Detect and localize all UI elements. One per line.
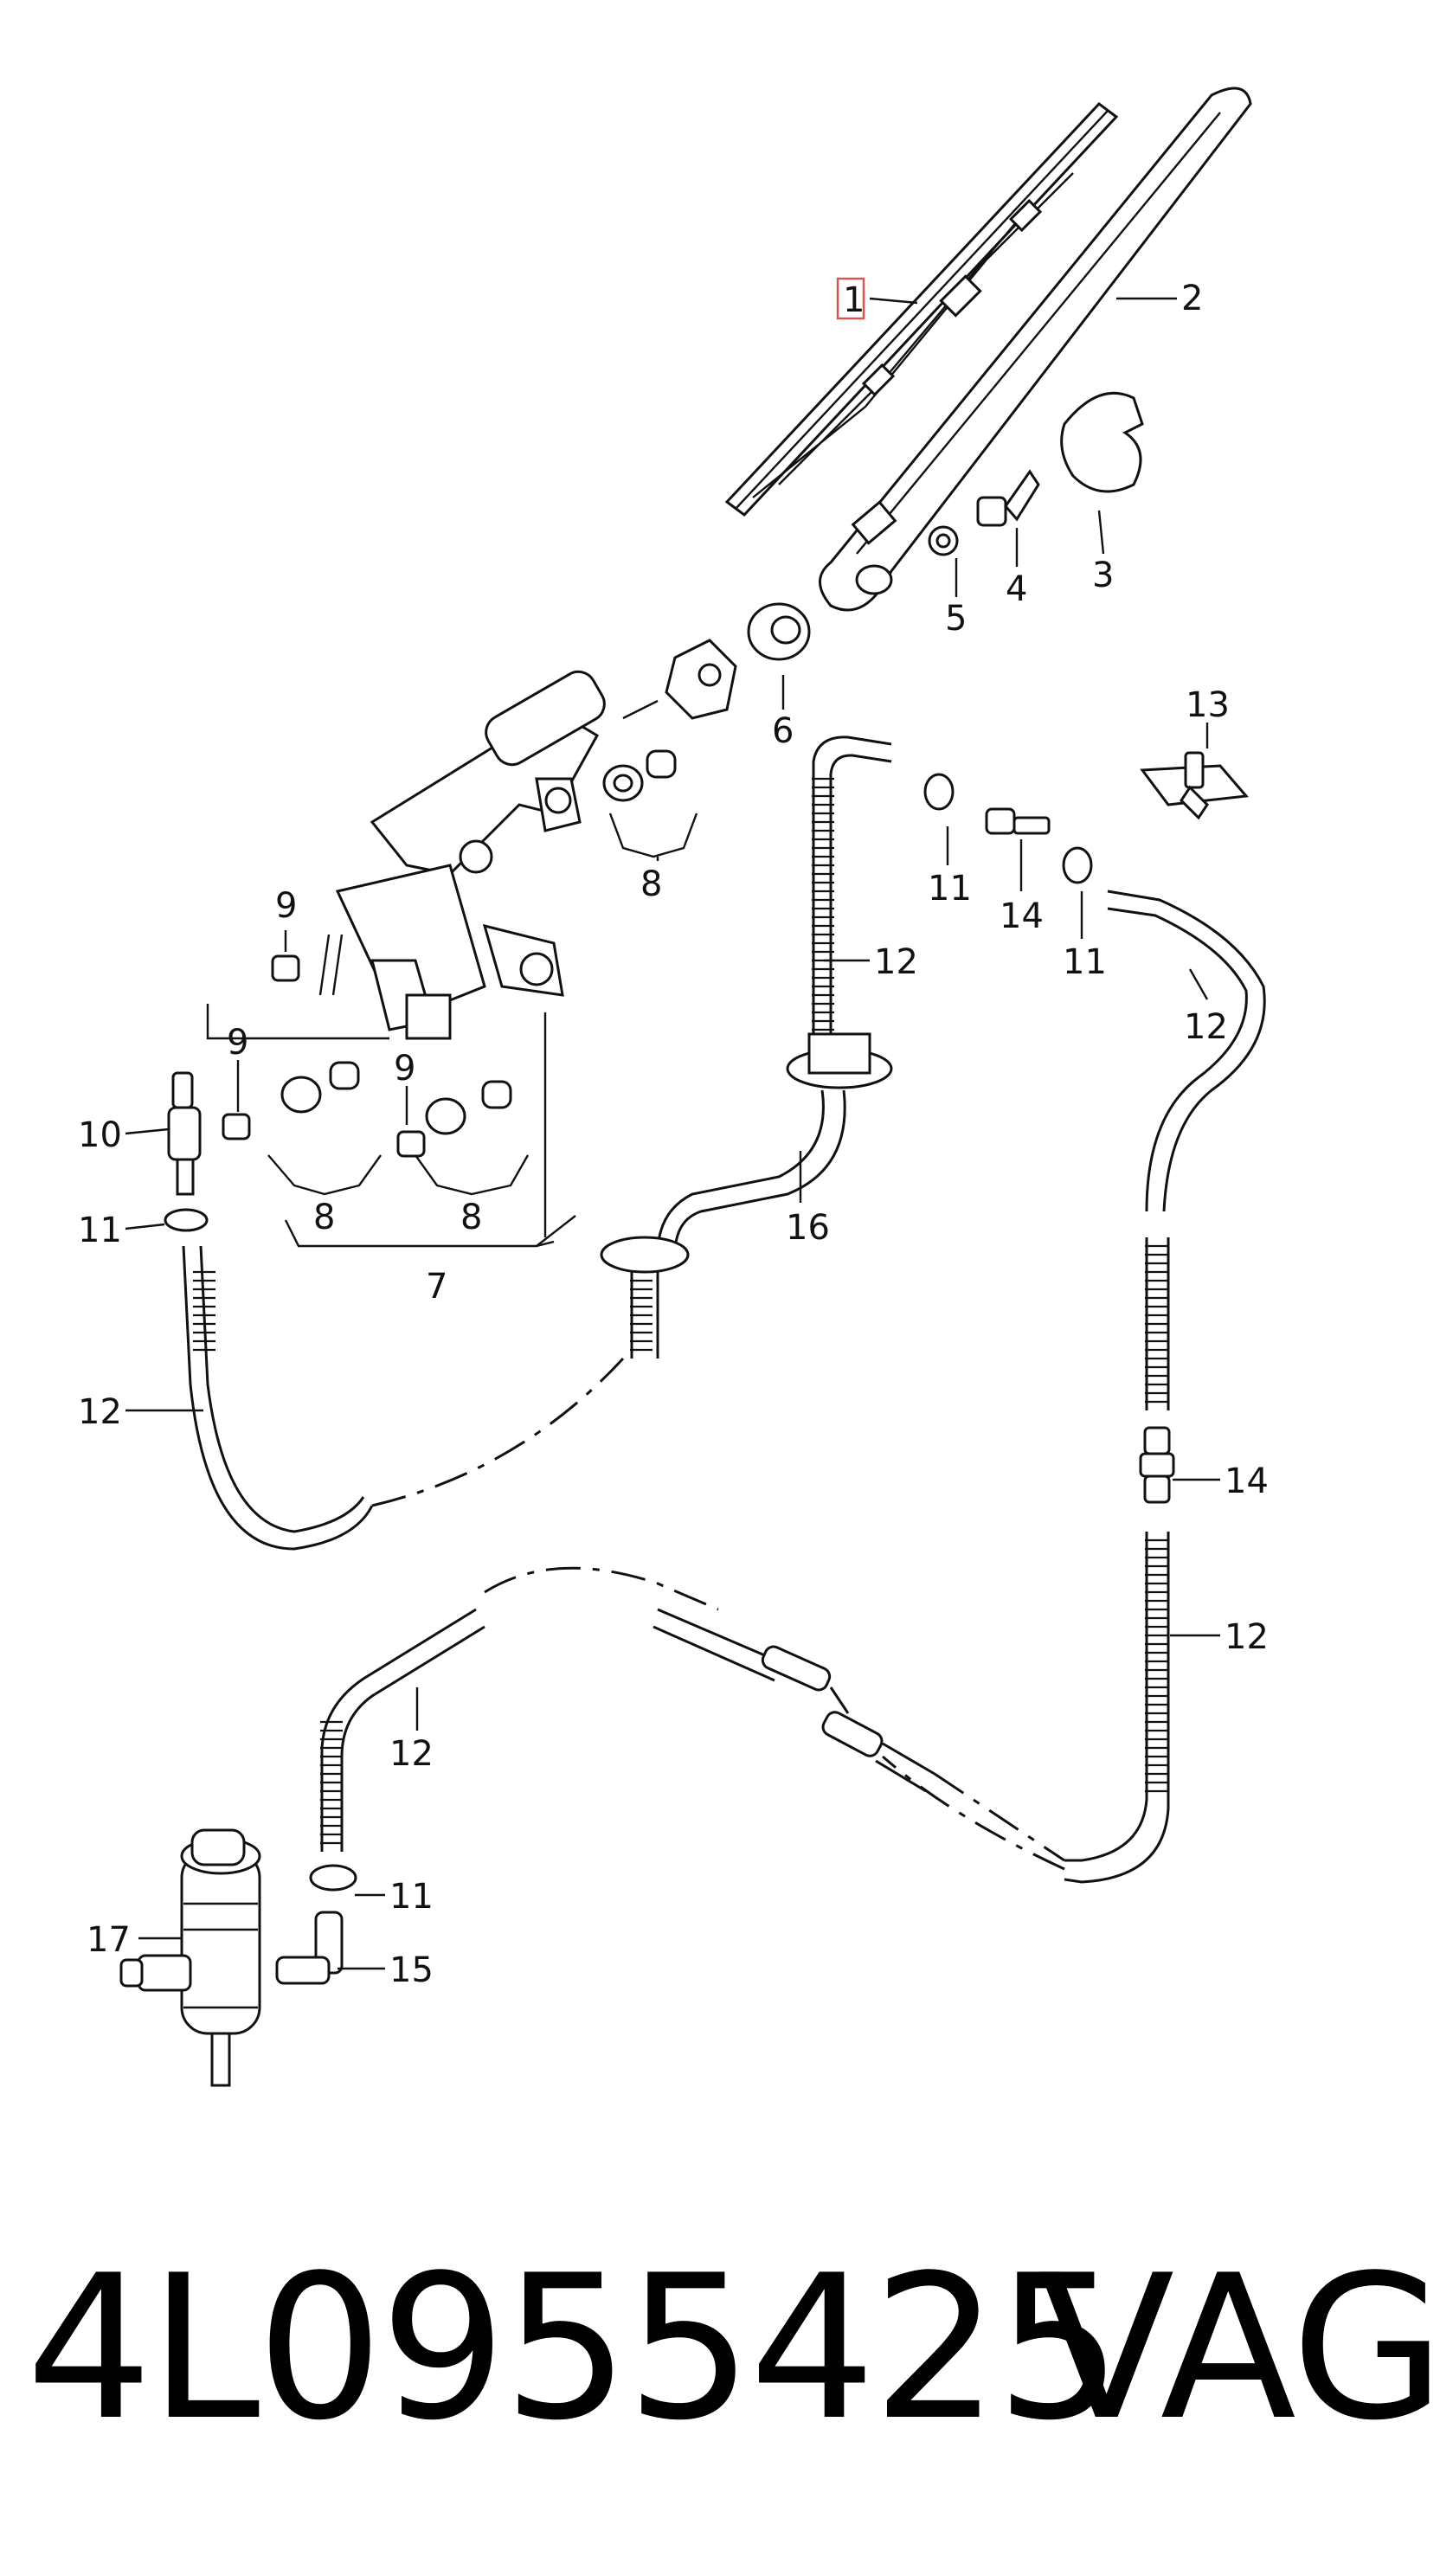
callout-12-lower[interactable]: 12 xyxy=(389,1734,434,1774)
nut-upper[interactable] xyxy=(271,954,300,982)
washer-hose-pump[interactable] xyxy=(320,1608,485,1852)
callout-9-right[interactable]: 9 xyxy=(394,1049,415,1089)
part-number: 4L0955425 xyxy=(26,2233,1122,2464)
callout-8-left[interactable]: 8 xyxy=(313,1198,335,1237)
washer-hose-lower[interactable] xyxy=(484,1566,1065,1862)
mounting-clip[interactable] xyxy=(1140,751,1249,820)
callout-1[interactable]: 1 xyxy=(843,280,865,320)
parts-diagram: 1 2 3 4 5 6 7 8 8 8 9 9 9 10 11 11 11 11… xyxy=(78,87,1269,2087)
callout-4[interactable]: 4 xyxy=(1006,569,1027,609)
washer-hose-lower-right[interactable] xyxy=(882,1532,1170,1884)
callout-12-right-upper[interactable]: 12 xyxy=(1184,1007,1228,1047)
hose-clip-upper-2[interactable] xyxy=(1062,846,1093,884)
wiper-blade[interactable] xyxy=(724,101,1119,517)
inline-connector-upper[interactable] xyxy=(985,807,1051,835)
callout-6[interactable]: 6 xyxy=(772,711,794,751)
callout-12-center[interactable]: 12 xyxy=(874,942,918,982)
callout-11-upper-1[interactable]: 11 xyxy=(928,869,972,909)
callout-9-upper[interactable]: 9 xyxy=(275,886,297,926)
hose-connector[interactable] xyxy=(167,1071,202,1196)
callout-15[interactable]: 15 xyxy=(389,1950,434,1990)
bushing-set-upper[interactable] xyxy=(602,749,677,802)
callout-2[interactable]: 2 xyxy=(1181,279,1203,318)
elbow-connector[interactable] xyxy=(275,1911,344,1985)
callout-11-left[interactable]: 11 xyxy=(78,1211,122,1250)
arm-cap[interactable] xyxy=(1060,391,1144,493)
callout-7[interactable]: 7 xyxy=(426,1267,447,1307)
brand-label: VAG xyxy=(1038,2233,1440,2464)
nut-right[interactable] xyxy=(396,1130,426,1158)
callout-14-right[interactable]: 14 xyxy=(1225,1461,1269,1501)
callout-11-lower[interactable]: 11 xyxy=(389,1877,434,1917)
callout-12-left[interactable]: 12 xyxy=(78,1392,122,1432)
washer-hose-right[interactable] xyxy=(1107,890,1266,1410)
callout-14-upper[interactable]: 14 xyxy=(1000,896,1044,936)
callout-1-highlight xyxy=(836,277,865,320)
callout-9-left[interactable]: 9 xyxy=(227,1023,248,1063)
callout-10[interactable]: 10 xyxy=(78,1115,122,1155)
hose-clip-lower[interactable] xyxy=(309,1864,357,1892)
callout-17[interactable]: 17 xyxy=(87,1920,131,1960)
washer-hose-left[interactable] xyxy=(182,1245,625,1551)
washer-hose-center[interactable] xyxy=(600,736,893,1359)
wiper-motor[interactable] xyxy=(318,665,659,1040)
bushing-set-right[interactable] xyxy=(425,1080,512,1135)
hose-clip-left[interactable] xyxy=(164,1208,209,1232)
wiper-arm[interactable] xyxy=(819,87,1252,612)
callout-13[interactable]: 13 xyxy=(1186,685,1230,725)
washer-pump[interactable] xyxy=(119,1828,261,2087)
callout-11-upper-2[interactable]: 11 xyxy=(1063,942,1107,982)
bushing-set-left[interactable] xyxy=(280,1061,360,1114)
nut-left[interactable] xyxy=(222,1113,251,1140)
callout-3[interactable]: 3 xyxy=(1092,556,1114,595)
arm-nut[interactable] xyxy=(976,469,1040,527)
inline-connector-right[interactable] xyxy=(1139,1426,1175,1504)
callout-8-upper[interactable]: 8 xyxy=(640,864,662,904)
arm-washer[interactable] xyxy=(928,525,959,556)
shaft-seal[interactable] xyxy=(665,602,811,720)
callout-5[interactable]: 5 xyxy=(945,599,967,639)
callout-8-right[interactable]: 8 xyxy=(460,1198,482,1237)
callout-16[interactable]: 16 xyxy=(786,1208,830,1248)
hose-clip-upper-1[interactable] xyxy=(923,773,955,811)
callout-12-right-lower[interactable]: 12 xyxy=(1225,1617,1269,1657)
